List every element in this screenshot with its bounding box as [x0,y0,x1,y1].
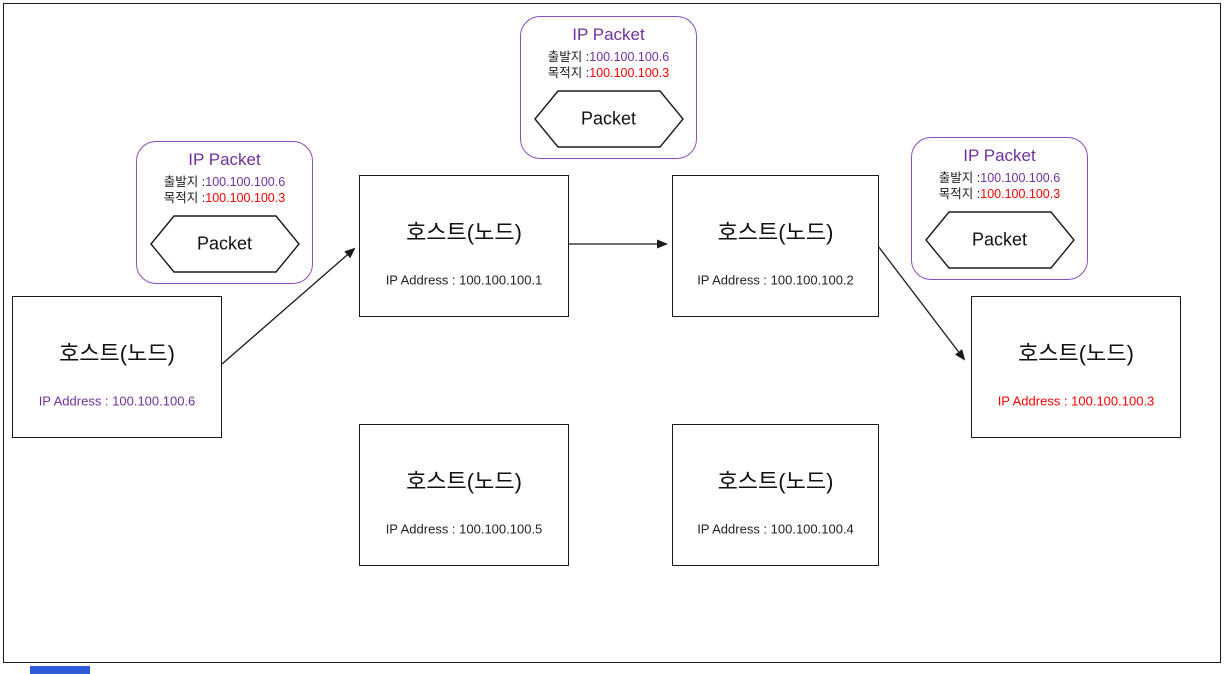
blue-bar [30,666,90,674]
packet-address-lines: 출발지 :100.100.100.6 목적지 :100.100.100.3 [137,174,312,206]
host-node-6: 호스트(노드) IP Address : 100.100.100.6 [12,296,222,438]
packet-dest-line: 목적지 :100.100.100.3 [912,186,1087,202]
source-label: 출발지 : [163,175,206,189]
ip-packet-card-left: IP Packet 출발지 :100.100.100.6 목적지 :100.10… [136,141,313,284]
dest-label: 목적지 : [938,187,981,201]
host-node-2: 호스트(노드) IP Address : 100.100.100.2 [672,175,879,317]
source-value: 100.100.100.6 [205,175,286,189]
diagram-border [3,3,1221,663]
host-title: 호스트(노드) [717,469,834,494]
packet-hexagon: Packet [924,211,1075,269]
packet-address-lines: 출발지 :100.100.100.6 목적지 :100.100.100.3 [521,49,696,81]
dest-value: 100.100.100.3 [980,187,1061,201]
hexagon-shape-icon [533,90,684,148]
source-value: 100.100.100.6 [980,171,1061,185]
ip-packet-card-top: IP Packet 출발지 :100.100.100.6 목적지 :100.10… [520,16,697,159]
host-title: 호스트(노드) [406,469,522,494]
source-value: 100.100.100.6 [589,50,670,64]
packet-source-line: 출발지 :100.100.100.6 [912,170,1087,186]
packet-dest-line: 목적지 :100.100.100.3 [137,190,312,206]
host-node-5: 호스트(노드) IP Address : 100.100.100.5 [359,424,569,566]
host-node-4: 호스트(노드) IP Address : 100.100.100.4 [672,424,879,566]
host-ip-address: IP Address : 100.100.100.6 [38,393,196,409]
packet-shape-label: Packet [580,108,637,129]
dest-value: 100.100.100.3 [589,66,670,80]
packet-title: IP Packet [188,150,261,169]
host-title: 호스트(노드) [59,341,175,366]
hexagon-shape-icon [149,215,300,273]
packet-hexagon: Packet [533,90,684,148]
host-ip-address: IP Address : 100.100.100.2 [697,272,854,288]
packet-source-line: 출발지 :100.100.100.6 [137,174,312,190]
packet-dest-line: 목적지 :100.100.100.3 [521,65,696,81]
host-ip-address: IP Address : 100.100.100.1 [385,272,543,288]
packet-address-lines: 출발지 :100.100.100.6 목적지 :100.100.100.3 [912,170,1087,202]
dest-value: 100.100.100.3 [205,191,286,205]
host-ip-address: IP Address : 100.100.100.5 [385,521,543,537]
packet-title: IP Packet [963,146,1036,165]
dest-label: 목적지 : [163,191,206,205]
host-node-3: 호스트(노드) IP Address : 100.100.100.3 [971,296,1181,438]
host-title: 호스트(노드) [1018,341,1134,366]
host-node-1: 호스트(노드) IP Address : 100.100.100.1 [359,175,569,317]
host-ip-address: IP Address : 100.100.100.4 [697,521,854,537]
hexagon-shape-icon [924,211,1075,269]
source-label: 출발지 : [547,50,590,64]
host-ip-address: IP Address : 100.100.100.3 [997,393,1155,409]
packet-source-line: 출발지 :100.100.100.6 [521,49,696,65]
ip-packet-card-right: IP Packet 출발지 :100.100.100.6 목적지 :100.10… [911,137,1088,280]
host-title: 호스트(노드) [406,220,522,245]
dest-label: 목적지 : [547,66,590,80]
packet-hexagon: Packet [149,215,300,273]
packet-shape-label: Packet [196,233,253,254]
packet-shape-label: Packet [971,229,1028,250]
source-label: 출발지 : [938,171,981,185]
host-title: 호스트(노드) [717,220,834,245]
packet-title: IP Packet [572,25,645,44]
